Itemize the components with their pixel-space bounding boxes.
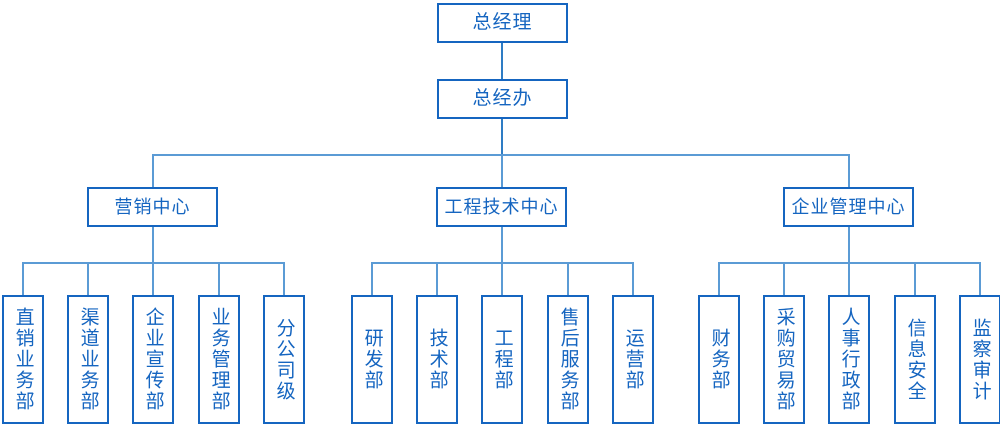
node-dept-human-resources-administration[interactable]: 人事行政部 [828,295,870,424]
connector-management-leaf-1 [718,262,720,295]
node-label: 总经办 [472,88,533,110]
connector-root-to-office [501,43,503,79]
connector-management-drop [848,227,850,262]
node-label: 总经理 [472,12,533,34]
node-label: 财务部 [708,328,730,391]
node-dept-business-management[interactable]: 业务管理部 [198,295,240,424]
node-dept-direct-sales[interactable]: 直销业务部 [2,295,44,424]
node-general-manager[interactable]: 总经理 [437,3,568,43]
node-dept-after-sales-service[interactable]: 售后服务部 [547,295,589,424]
node-dept-branch-level[interactable]: 分公司级 [263,295,305,424]
node-dept-supervision-audit[interactable]: 监察审计 [959,295,1000,424]
connector-marketing-leaf-2 [87,262,89,295]
node-label: 渠道业务部 [77,307,99,412]
node-label: 业务管理部 [208,307,230,412]
node-dept-corporate-publicity[interactable]: 企业宣传部 [132,295,174,424]
node-dept-channel-sales[interactable]: 渠道业务部 [67,295,109,424]
node-label: 企业管理中心 [791,196,906,217]
connector-engineering-leaf-2 [436,262,438,295]
node-label: 监察审计 [969,317,991,402]
node-label: 工程技术中心 [444,196,559,217]
node-dept-engineering[interactable]: 工程部 [481,295,523,424]
node-general-manager-office[interactable]: 总经办 [437,79,568,119]
node-center-engineering[interactable]: 工程技术中心 [436,187,567,227]
node-label: 研发部 [361,328,383,391]
node-dept-technology[interactable]: 技术部 [416,295,458,424]
node-dept-information-security[interactable]: 信息安全 [894,295,936,424]
connector-engineering-leaf-3 [501,262,503,295]
node-label: 运营部 [622,328,644,391]
node-label: 直销业务部 [12,307,34,412]
node-dept-research-development[interactable]: 研发部 [351,295,393,424]
connector-engineering-leaf-4 [567,262,569,295]
node-label: 企业宣传部 [142,307,164,412]
connector-engineering-leaf-1 [371,262,373,295]
connector-engineering-drop [501,227,503,262]
node-center-management[interactable]: 企业管理中心 [783,187,914,227]
connector-management-leaf-3 [848,262,850,295]
node-label: 工程部 [491,328,513,391]
connector-marketing-leaf-5 [283,262,285,295]
connector-management-leaf-2 [783,262,785,295]
connector-marketing-leaf-3 [152,262,154,295]
connector-marketing-leaf-1 [22,262,24,295]
connector-bus-to-marketing-center [152,154,154,187]
node-dept-procurement-trade[interactable]: 采购贸易部 [763,295,805,424]
connector-office-drop [501,119,503,155]
node-center-marketing[interactable]: 营销中心 [87,187,218,227]
connector-engineering-leaf-5 [632,262,634,295]
node-label: 采购贸易部 [773,307,795,412]
connector-marketing-drop [152,227,154,262]
node-label: 信息安全 [904,317,926,402]
node-dept-finance[interactable]: 财务部 [698,295,740,424]
node-label: 分公司级 [273,317,295,402]
node-label: 人事行政部 [838,307,860,412]
connector-marketing-leaf-4 [218,262,220,295]
node-label: 售后服务部 [557,307,579,412]
connector-management-leaf-5 [979,262,981,295]
node-dept-operations[interactable]: 运营部 [612,295,654,424]
connector-bus-to-engineering-center [501,154,503,187]
node-label: 技术部 [426,328,448,391]
connector-bus-to-management-center [848,154,850,187]
node-label: 营销中心 [114,196,191,217]
connector-management-leaf-4 [914,262,916,295]
